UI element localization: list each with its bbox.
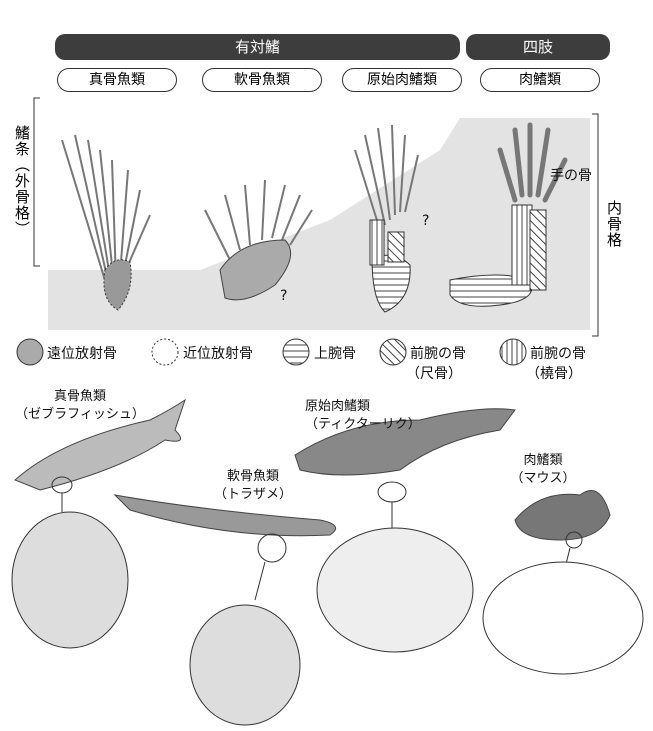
teleost-fin bbox=[61, 134, 151, 291]
teleost-radials bbox=[103, 259, 132, 311]
legend-ulna-label: 前腕の骨 bbox=[410, 346, 466, 362]
legend-radius-swatch bbox=[499, 338, 527, 366]
legend-ulna-swatch bbox=[379, 338, 407, 366]
legend-ulna-sub: （尺骨） bbox=[406, 366, 462, 382]
legend-distal-swatch bbox=[16, 338, 44, 366]
category-teleost: 真骨魚類 bbox=[57, 68, 177, 92]
mouse-hand-bones bbox=[497, 122, 568, 203]
tiktaalik-fin bbox=[354, 124, 419, 231]
limbs-bar: 四肢 bbox=[466, 34, 610, 60]
catshark-name: （トラザメ） bbox=[213, 487, 292, 502]
mouse-humerus bbox=[449, 274, 533, 307]
mouse-name: （マウス） bbox=[510, 471, 576, 486]
zebrafish bbox=[14, 398, 186, 491]
legend-humerus-label: 上腕骨 bbox=[314, 346, 356, 362]
unknown-mark-shark: ? bbox=[280, 288, 288, 304]
endoskeleton-label: 内骨格 bbox=[605, 200, 623, 248]
legend-radius-label: 前腕の骨 bbox=[530, 346, 586, 362]
tiktaalik bbox=[294, 408, 516, 476]
zebrafish-group: 真骨魚類 bbox=[53, 389, 106, 404]
paired-fins-bar: 有対鰭 bbox=[55, 34, 460, 60]
legend-radius-sub: （橈骨） bbox=[526, 366, 582, 382]
catshark-group: 軟骨魚類 bbox=[226, 469, 279, 484]
zebrafish-name: （ゼブラフィッシュ） bbox=[15, 407, 145, 422]
mouse-group: 肉鰭類 bbox=[523, 453, 563, 468]
fin-rays-label: 鰭条（外骨格） bbox=[13, 125, 31, 237]
mouse-zoom-circle bbox=[482, 561, 644, 675]
zebrafish-label: 真骨魚類 （ゼブラフィッシュ） bbox=[15, 388, 145, 424]
unknown-mark-tiktaalik: ? bbox=[422, 213, 430, 229]
category-sarcopterygian: 肉鰭類 bbox=[480, 68, 600, 92]
category-cartilaginous: 軟骨魚類 bbox=[202, 68, 322, 92]
legend-proximal-swatch bbox=[151, 338, 179, 366]
catshark bbox=[113, 494, 337, 537]
shark-fin bbox=[204, 179, 313, 261]
tiktaalik-zoom-circle bbox=[316, 527, 474, 653]
hand-bones-label: 手の骨 bbox=[550, 168, 592, 184]
endoskeleton-background bbox=[48, 118, 590, 330]
zebrafish-zoom-circle bbox=[11, 511, 129, 649]
mouse-label: 肉鰭類 （マウス） bbox=[498, 452, 588, 488]
legend-proximal-label: 近位放射骨 bbox=[183, 346, 253, 362]
category-primitive-sarcopterygian: 原始肉鰭類 bbox=[342, 68, 462, 92]
tiktaalik-group: 原始肉鰭類 bbox=[305, 399, 371, 414]
shark-zoom-circle bbox=[189, 604, 301, 726]
tiktaalik-label: 原始肉鰭類 （ティクターリク） bbox=[305, 398, 421, 434]
legend-humerus-swatch bbox=[282, 338, 310, 366]
tiktaalik-name: （ティクターリク） bbox=[305, 417, 421, 432]
catshark-label: 軟骨魚類 （トラザメ） bbox=[198, 468, 308, 504]
legend-distal-label: 遠位放射骨 bbox=[47, 346, 117, 362]
shark-radials bbox=[219, 239, 292, 301]
mouse bbox=[514, 490, 611, 541]
